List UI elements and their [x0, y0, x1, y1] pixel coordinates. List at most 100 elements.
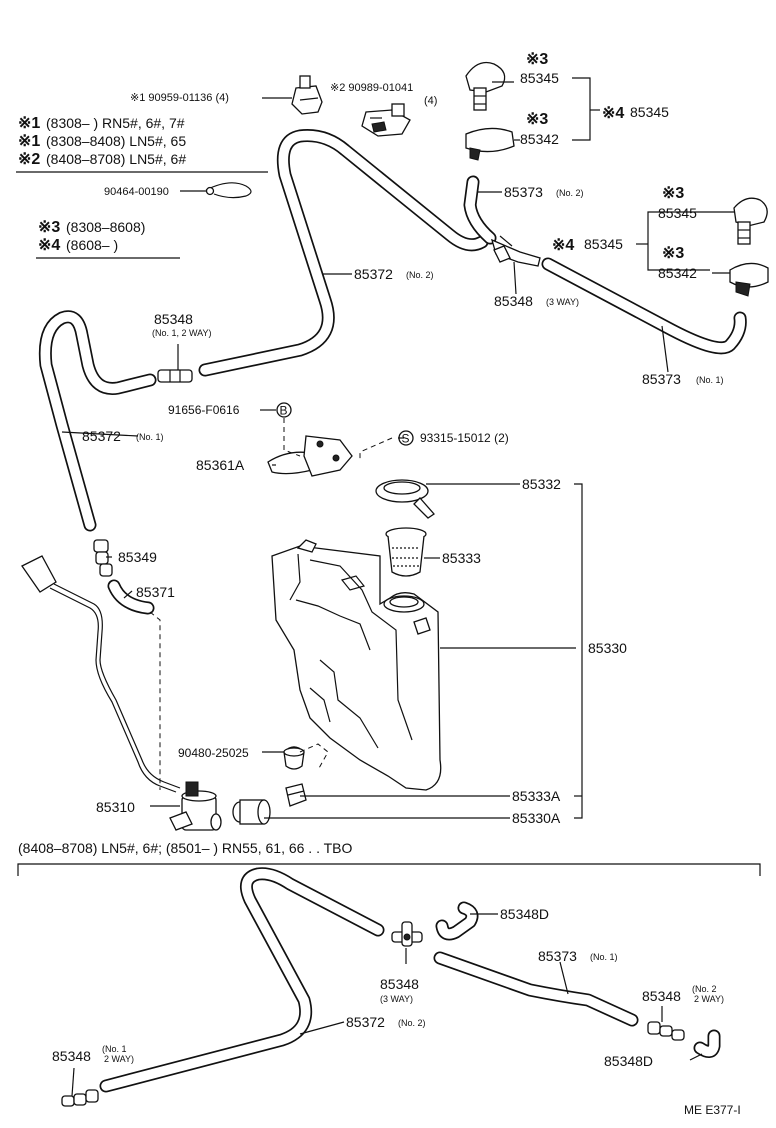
- note-2-text: (8408–8708) LN5#, 6#: [46, 151, 186, 167]
- section-2: (8408–8708) LN5#, 6#; (8501– ) RN55, 61,…: [17, 840, 761, 1107]
- label-s2-85348-no1: 85348: [52, 1048, 91, 1064]
- label-clip-90959: ※1 90959-01136 (4): [130, 92, 229, 104]
- grommet-85333a-icon: [285, 783, 307, 807]
- nozzle-85345-top-icon: [465, 61, 506, 111]
- note-1-text: (8308– ) RN5#, 6#, 7#: [46, 115, 185, 131]
- label-85345-a: 85345: [520, 70, 559, 86]
- label-85348-top: 85348: [154, 311, 193, 327]
- label-85345-b: 85345: [658, 205, 697, 221]
- label-85373-no1-sub: (No. 1): [696, 375, 724, 385]
- strainer-85333-icon: [385, 527, 427, 577]
- clip-90959-icon: [291, 75, 323, 115]
- clip-90989-icon: [361, 103, 411, 137]
- note-1b-mark: ※1: [18, 133, 40, 150]
- nozzle-85342-top-icon: [465, 127, 515, 161]
- section-2-header: (8408–8708) LN5#, 6#; (8501– ) RN55, 61,…: [18, 840, 353, 856]
- parts-upper: B S: [21, 61, 769, 831]
- label-90464: 90464-00190: [104, 186, 169, 198]
- tank-85330-icon: [271, 539, 442, 791]
- label-85372-no1: 85372: [82, 428, 121, 444]
- label-mark3-d: ※3: [662, 245, 684, 262]
- label-s2-85372-sub: (No. 2): [398, 1018, 426, 1028]
- label-85345-group-b: 85345: [584, 236, 623, 252]
- marker-b-label: B: [280, 404, 288, 418]
- grommet-85330a-icon: [232, 799, 271, 825]
- notes-block: ※1 (8308– ) RN5#, 6#, 7# ※1 (8308–8408) …: [16, 115, 268, 259]
- nozzle-85342-right-icon: [729, 262, 769, 297]
- label-clip-90989-qty: (4): [424, 95, 437, 107]
- bracket-85361a-icon: [267, 435, 353, 477]
- label-s2-85348d-a: 85348D: [500, 906, 549, 922]
- section-2-bracket: [17, 863, 761, 876]
- label-85348-3way-sub: (3 WAY): [546, 297, 579, 307]
- joint-2way-upper-icon: [157, 369, 193, 383]
- label-s2-85373-sub: (No. 1): [590, 952, 618, 962]
- label-85372-no2: 85372: [354, 266, 393, 282]
- marker-s-label: S: [402, 432, 410, 446]
- label-85348-top-sub: (No. 1, 2 WAY): [152, 328, 212, 338]
- label-mark3-a: ※3: [526, 51, 548, 68]
- note-3-mark: ※3: [38, 219, 60, 236]
- label-s2-85348-no2-sub2: 2 WAY): [694, 994, 724, 1004]
- label-85372-no2-sub: (No. 2): [406, 270, 434, 280]
- label-85333: 85333: [442, 550, 481, 566]
- joint-s2-3way-icon: [391, 921, 423, 947]
- label-s2-85348-3way: 85348: [380, 976, 419, 992]
- note-2-mark: ※2: [18, 151, 40, 168]
- labels-upper: ※1 90959-01136 (4) ※2 90989-01041 (4) 90…: [82, 51, 724, 826]
- hose-85372-no2: [198, 129, 489, 377]
- label-85372-no1-sub: (No. 1): [136, 432, 164, 442]
- label-s2-85348-no2: 85348: [642, 988, 681, 1004]
- note-1-mark: ※1: [18, 115, 40, 132]
- label-85332: 85332: [522, 476, 561, 492]
- label-mark4-b: ※4: [552, 237, 574, 254]
- label-85373-no1: 85373: [642, 371, 681, 387]
- joint-85349-icon: [93, 539, 113, 577]
- label-90480: 90480-25025: [178, 746, 249, 760]
- note-3-text: (8308–8608): [66, 219, 145, 235]
- joint-3way-upper-icon: [490, 235, 541, 267]
- pump-85310-icon: [169, 781, 222, 831]
- label-s2-85348d-b: 85348D: [604, 1053, 653, 1069]
- clamp-90464-icon: [205, 182, 252, 199]
- label-mark3-b: ※3: [526, 111, 548, 128]
- label-93315: 93315-15012 (2): [420, 431, 509, 445]
- hoses-upper: [38, 129, 747, 615]
- label-85310: 85310: [96, 799, 135, 815]
- label-mark3-c: ※3: [662, 185, 684, 202]
- label-85330a: 85330A: [512, 810, 561, 826]
- label-s2-85372: 85372: [346, 1014, 385, 1030]
- note-4-text: (8608– ): [66, 237, 118, 253]
- label-s2-85348-no2-sub1: (No. 2: [692, 984, 717, 994]
- label-85361a: 85361A: [196, 457, 245, 473]
- leaders-upper: [61, 77, 734, 819]
- motor-wire-icon: [21, 555, 181, 793]
- label-mark4-a: ※4: [602, 105, 624, 122]
- label-85373-no2: 85373: [504, 184, 543, 200]
- label-85348-3way: 85348: [494, 293, 533, 309]
- note-1b-text: (8308–8408) LN5#, 65: [46, 133, 186, 149]
- label-85342-a: 85342: [520, 131, 559, 147]
- joint-s2-no1-icon: [61, 1089, 99, 1107]
- label-s2-85348-3way-sub: (3 WAY): [380, 994, 413, 1004]
- label-91656: 91656-F0616: [168, 403, 240, 417]
- label-85349: 85349: [118, 549, 157, 565]
- grommet-90480-icon: [283, 746, 305, 770]
- label-85345-group-a: 85345: [630, 104, 669, 120]
- joint-s2-no2-icon: [647, 1021, 685, 1041]
- label-85342-b: 85342: [658, 265, 697, 281]
- cap-85332-icon: [375, 479, 435, 519]
- footer-code: ME E377-I: [684, 1103, 741, 1117]
- label-85333a: 85333A: [512, 788, 561, 804]
- note-4-mark: ※4: [38, 237, 60, 254]
- label-s2-85348-no1-sub1: (No. 1: [102, 1044, 127, 1054]
- label-s2-85373: 85373: [538, 948, 577, 964]
- nozzle-85345-right-icon: [733, 197, 768, 245]
- label-85371: 85371: [136, 584, 175, 600]
- label-s2-85348-no1-sub2: 2 WAY): [104, 1054, 134, 1064]
- label-clip-90989: ※2 90989-01041: [330, 82, 413, 94]
- label-85330: 85330: [588, 640, 627, 656]
- marker-b-icon: B: [276, 402, 292, 418]
- label-85373-no2-sub: (No. 2): [556, 188, 584, 198]
